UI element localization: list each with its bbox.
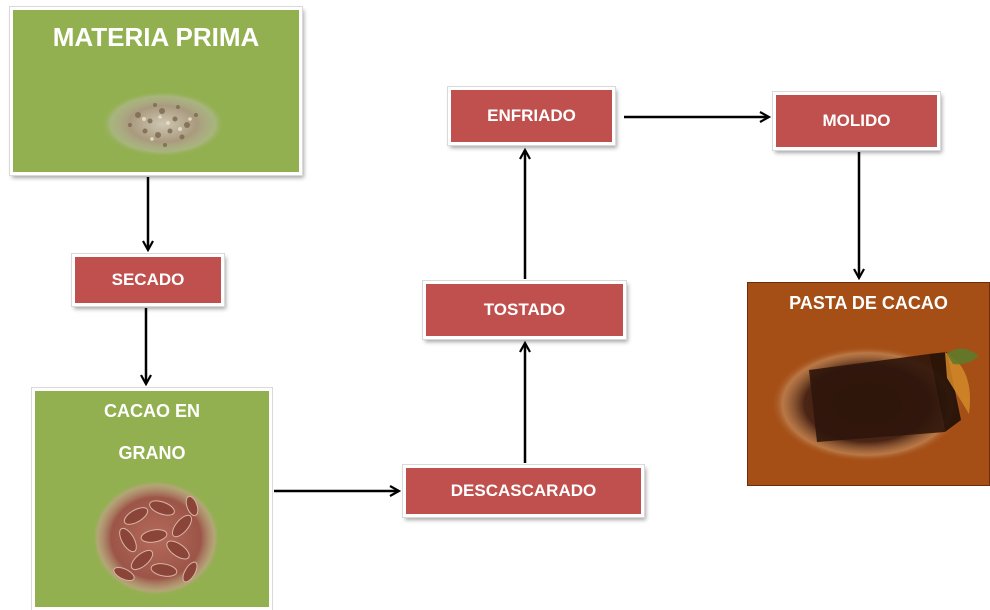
raw-cacao-nibs-image bbox=[101, 91, 225, 157]
descascarado-label: DESCASCARADO bbox=[450, 481, 597, 500]
pasta-de-cacao-label: PASTA DE CACAO bbox=[789, 293, 948, 313]
secado-label: SECADO bbox=[111, 270, 185, 289]
secado-step: SECADO bbox=[71, 253, 225, 307]
enfriado-label: ENFRIADO bbox=[487, 106, 576, 125]
cacao-paste-block-image bbox=[771, 346, 979, 462]
tostado-label: TOSTADO bbox=[483, 300, 566, 319]
enfriado-step: ENFRIADO bbox=[447, 86, 616, 146]
cacao-en-grano-label-line1: CACAO EN bbox=[103, 401, 200, 421]
descascarado-step: DESCASCARADO bbox=[402, 464, 645, 518]
cacao-en-grano-label-line2: GRANO bbox=[118, 443, 186, 463]
cacao-en-grano-box: CACAO EN GRANO bbox=[31, 387, 273, 610]
pasta-de-cacao-box: PASTA DE CACAO bbox=[747, 282, 990, 486]
tostado-step: TOSTADO bbox=[422, 280, 627, 340]
molido-label: MOLIDO bbox=[822, 111, 891, 130]
materia-prima-label: MATERIA PRIMA bbox=[52, 22, 260, 52]
molido-step: MOLIDO bbox=[772, 91, 941, 151]
materia-prima-box: MATERIA PRIMA bbox=[9, 6, 303, 176]
cacao-beans-image bbox=[92, 480, 220, 596]
